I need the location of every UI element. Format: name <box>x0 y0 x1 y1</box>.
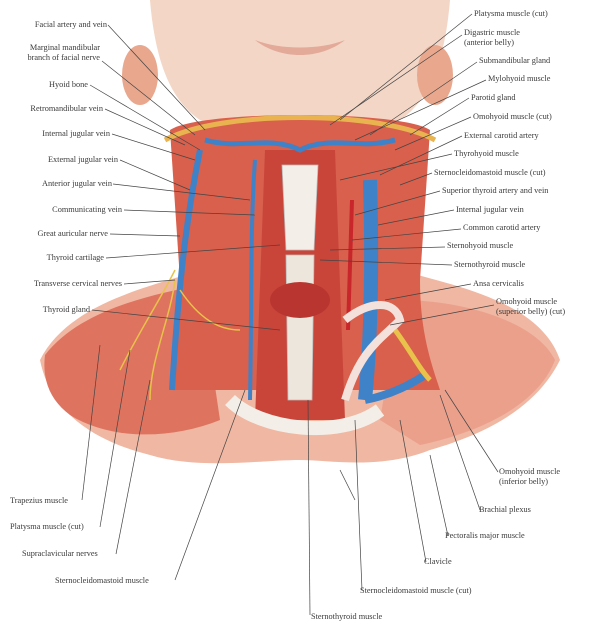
label-common-carotid: Common carotid artery <box>463 223 541 232</box>
label-sternothyroid-bottom: Sternothyroid muscle <box>311 612 383 621</box>
label-anterior-jugular-vein: Anterior jugular vein <box>41 179 112 188</box>
face <box>150 0 450 135</box>
label-scm: Sternocleidomastoid muscle <box>55 576 149 585</box>
label-communicating-vein: Communicating vein <box>52 205 122 214</box>
label-sternohyoid: Sternohyoid muscle <box>447 241 514 250</box>
label-trapezius: Trapezius muscle <box>10 496 68 505</box>
label-hyoid-bone: Hyoid bone <box>49 80 88 89</box>
facial-vein <box>204 137 396 153</box>
label-pectoralis-major: Pectoralis major muscle <box>445 531 525 540</box>
trachea <box>285 254 315 401</box>
mandible-border <box>163 115 437 143</box>
label-platysma-cut-bottom: Platysma muscle (cut) <box>10 522 84 531</box>
label-retromandibular-vein: Retromandibular vein <box>30 104 103 113</box>
larynx <box>281 164 319 251</box>
label-ansa-cervicalis: Ansa cervicalis <box>473 279 524 288</box>
lips <box>255 40 345 55</box>
omohyoid-right <box>341 301 405 402</box>
label-parotid-gland: Parotid gland <box>471 93 516 102</box>
label-scm-cut-bottom: Sternocleidomastoid muscle (cut) <box>360 586 472 595</box>
ear-left <box>122 45 158 105</box>
label-clavicle: Clavicle <box>424 557 452 566</box>
brachial-plexus <box>392 328 432 382</box>
label-platysma-cut: Platysma muscle (cut) <box>474 9 548 18</box>
clavicle-area <box>225 394 385 436</box>
ant-jugular-left <box>248 159 257 401</box>
label-great-auricular-nerve: Great auricular nerve <box>37 229 108 238</box>
ear-right <box>417 45 453 105</box>
label-facial-artery-vein: Facial artery and vein <box>34 20 107 29</box>
label-external-jugular-vein: External jugular vein <box>47 155 118 164</box>
label-thyrohyoid: Thyrohyoid muscle <box>454 149 519 158</box>
label-external-carotid: External carotid artery <box>464 131 539 140</box>
thyroid <box>270 282 330 318</box>
label-digastric-anterior: Digastric muscle (anterior belly) <box>464 28 520 47</box>
label-thyroid-gland: Thyroid gland <box>42 305 90 314</box>
int-jugular-right <box>358 179 379 401</box>
label-omohyoid-superior: Omohyoid muscle (superior belly) (cut) <box>496 297 566 316</box>
label-marginal-mandibular-branch: Marginal mandibular branch of facial ner… <box>27 43 100 62</box>
label-superior-thyroid: Superior thyroid artery and vein <box>442 186 549 195</box>
label-mylohyoid: Mylohyoid muscle <box>488 74 551 83</box>
label-thyroid-cartilage: Thyroid cartilage <box>46 253 104 262</box>
label-sternothyroid-right: Sternothyroid muscle <box>454 260 526 269</box>
subclavian-right <box>364 371 428 404</box>
label-supraclavicular-nerves: Supraclavicular nerves <box>22 549 98 558</box>
carotid-right <box>346 199 354 331</box>
label-omohyoid-cut: Omohyoid muscle (cut) <box>473 112 552 121</box>
label-transverse-cervical-nerves: Transverse cervical nerves <box>33 279 122 288</box>
label-scm-cut-right: Sternocleidomastoid muscle (cut) <box>434 168 546 177</box>
label-brachial-plexus: Brachial plexus <box>479 505 531 514</box>
label-submandibular-gland: Submandibular gland <box>479 56 551 65</box>
ext-jugular-left <box>169 149 203 391</box>
label-omohyoid-inferior: Omohyoid muscle (inferior belly) <box>499 467 561 486</box>
label-internal-jugular-vein-right: Internal jugular vein <box>456 205 524 214</box>
label-internal-jugular-vein-left: Internal jugular vein <box>42 129 110 138</box>
leader-lines <box>81 13 499 616</box>
